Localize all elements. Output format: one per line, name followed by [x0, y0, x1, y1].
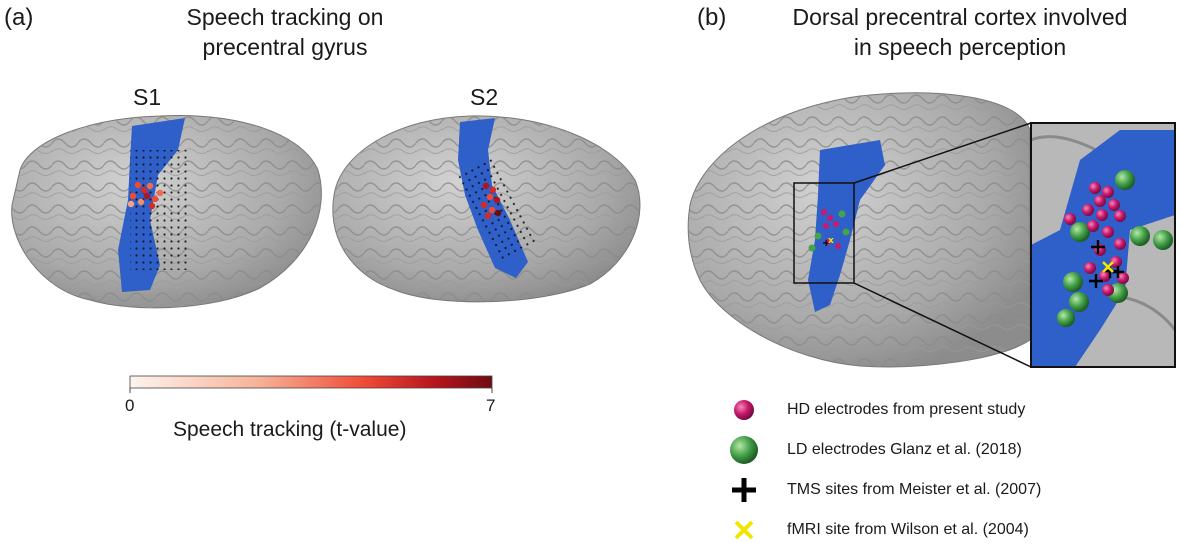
svg-text:+: + — [822, 238, 830, 249]
legend-fmri-site-label: fMRI site from Wilson et al. (2004) — [787, 521, 1029, 538]
zoom-inset — [1030, 122, 1176, 368]
brain-s2 — [332, 115, 641, 303]
svg-text:x: x — [828, 236, 834, 246]
legend-markers — [730, 400, 758, 540]
small-electrodes-b: + x — [808, 209, 850, 252]
electrode-grid-s1 — [130, 150, 188, 270]
brain-b: + x — [687, 92, 1032, 368]
legend-hd-electrode-marker — [734, 400, 754, 420]
colorbar-min-label: 0 — [125, 396, 135, 415]
legend-tms-marker — [732, 478, 756, 502]
ld-electrodes-inset — [1057, 170, 1173, 327]
panel-b-title-line1: Dorsal precentral cortex involved — [792, 4, 1128, 30]
zoom-inset-frame — [1030, 122, 1176, 368]
panel-a-title: Speech tracking on precentral gyrus — [120, 2, 450, 62]
legend-hd-electrodes-label: HD electrodes from present study — [787, 401, 1026, 418]
panel-b-title-line2: in speech perception — [853, 34, 1067, 60]
tracking-electrodes-s1 — [127, 181, 164, 210]
tracking-electrodes-s2 — [480, 182, 502, 220]
panel-b-letter: (b) — [697, 4, 727, 31]
hd-electrodes-inset — [1064, 182, 1129, 296]
zoom-box — [793, 182, 855, 284]
legend-fmri-marker — [734, 520, 754, 540]
fmri-site-inset — [1102, 261, 1114, 273]
legend-ld-electrodes-label: LD electrodes Glanz et al. (2018) — [787, 441, 1022, 458]
colorbar-label: Speech tracking (t-value) — [173, 418, 407, 441]
panel-a-title-line2: precentral gyrus — [202, 34, 368, 60]
legend-ld-electrode-marker — [730, 436, 758, 464]
panel-a-title-line1: Speech tracking on — [186, 4, 384, 30]
colorbar-max-label: 7 — [486, 396, 496, 415]
subject-s2-label: S2 — [470, 84, 499, 110]
panel-a-letter: (a) — [4, 4, 34, 31]
brain-s1 — [11, 114, 322, 309]
colorbar — [129, 375, 493, 393]
subject-s1-label: S1 — [133, 84, 162, 110]
panel-b-title: Dorsal precentral cortex involved in spe… — [745, 2, 1175, 62]
colorbar-gradient — [129, 375, 493, 389]
electrode-grid-s2 — [456, 155, 539, 263]
legend-tms-sites-label: TMS sites from Meister et al. (2007) — [787, 481, 1042, 498]
